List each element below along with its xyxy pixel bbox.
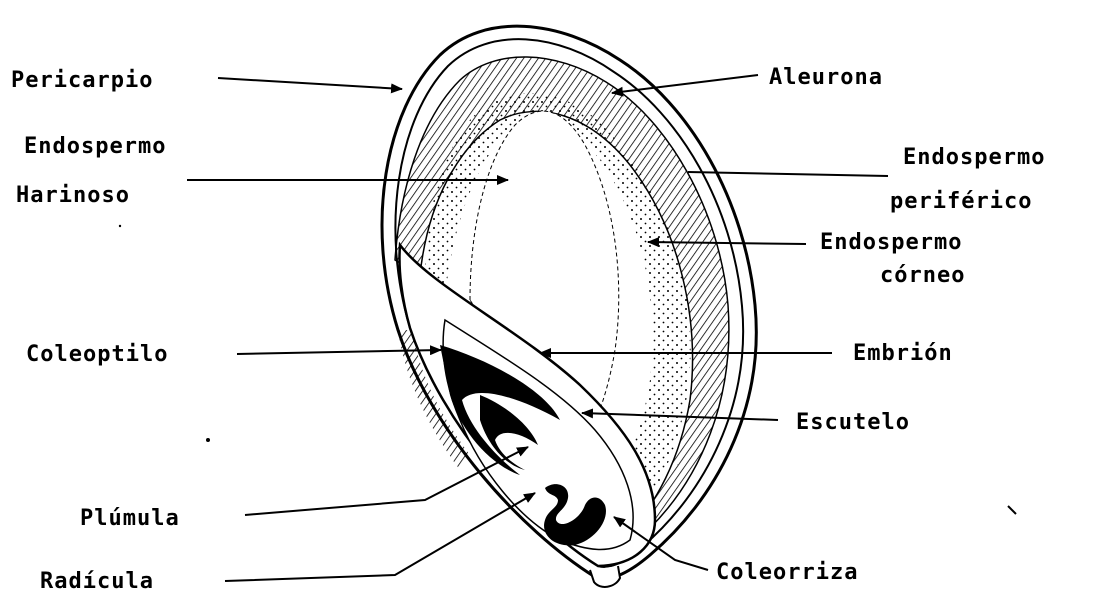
leader-radicula <box>225 493 535 581</box>
label-endospermo-periferico-line2: periférico <box>890 191 1032 213</box>
label-radicula: Radícula <box>40 571 154 593</box>
speck <box>119 225 121 227</box>
label-embrion: Embrión <box>853 343 953 365</box>
label-coleorriza: Coleorriza <box>716 562 858 584</box>
label-plumula: Plúmula <box>80 508 180 530</box>
label-endospermo-harinoso-line2: Harinoso <box>16 185 130 207</box>
label-coleoptilo: Coleoptilo <box>26 344 168 366</box>
label-pericarpio: Pericarpio <box>11 70 153 92</box>
label-aleurona: Aleurona <box>769 67 883 89</box>
leader-pericarpio <box>218 78 402 89</box>
speck <box>1008 506 1016 514</box>
label-endospermo-corneo-line1: Endospermo <box>820 232 962 254</box>
label-escutelo: Escutelo <box>796 412 910 434</box>
label-endospermo-periferico-line1: Endospermo <box>903 147 1045 169</box>
label-endospermo-harinoso-line1: Endospermo <box>24 136 166 158</box>
label-endospermo-corneo-line2: córneo <box>880 265 965 287</box>
speck <box>206 438 210 442</box>
